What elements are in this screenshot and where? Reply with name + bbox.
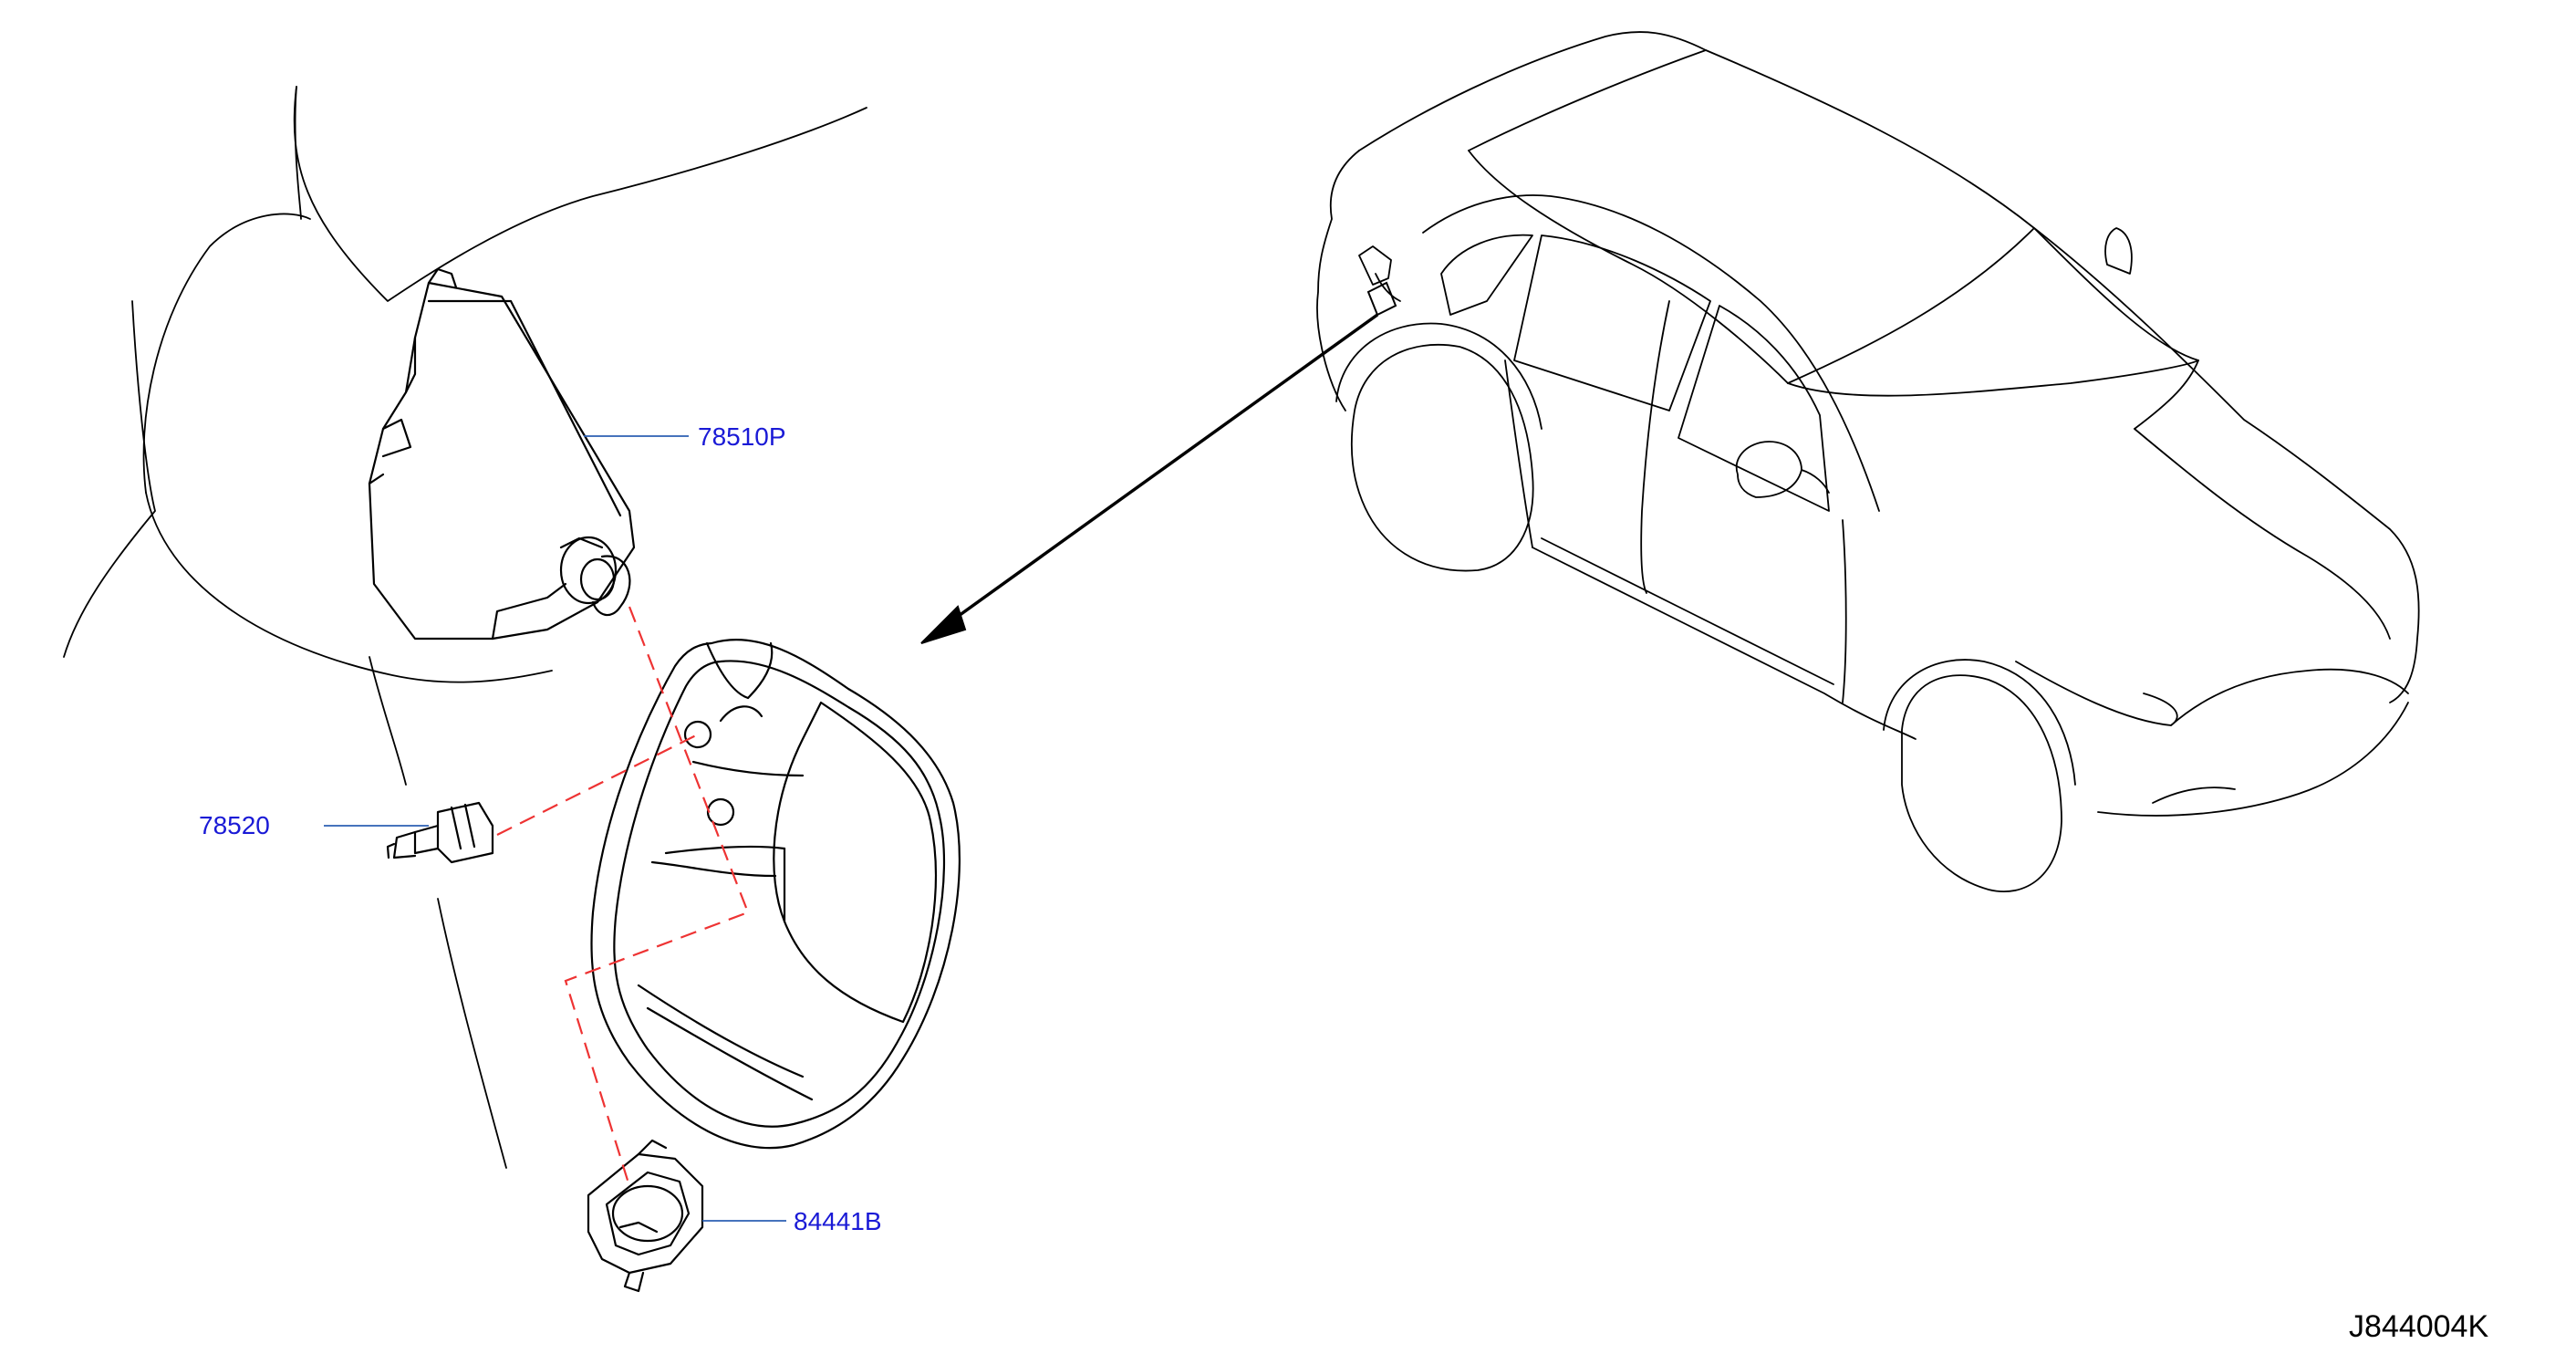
callout-arrow [920,281,1397,644]
bulb-78520 [386,801,494,864]
body-panel-lines [63,86,867,1169]
label-78510p: 78510P [698,422,786,451]
diagram-code: J844004K [2349,1309,2488,1344]
label-84441b: 84441B [794,1207,882,1235]
lid-socket-84441b [587,1139,704,1293]
lamp-assembly-78510p [368,267,636,641]
dashed-guide-lines [496,606,750,1187]
vehicle-outline [1316,31,2420,893]
leader-lines [324,435,786,1222]
label-78520: 78520 [199,811,270,839]
fuel-door-lid [590,639,961,1150]
